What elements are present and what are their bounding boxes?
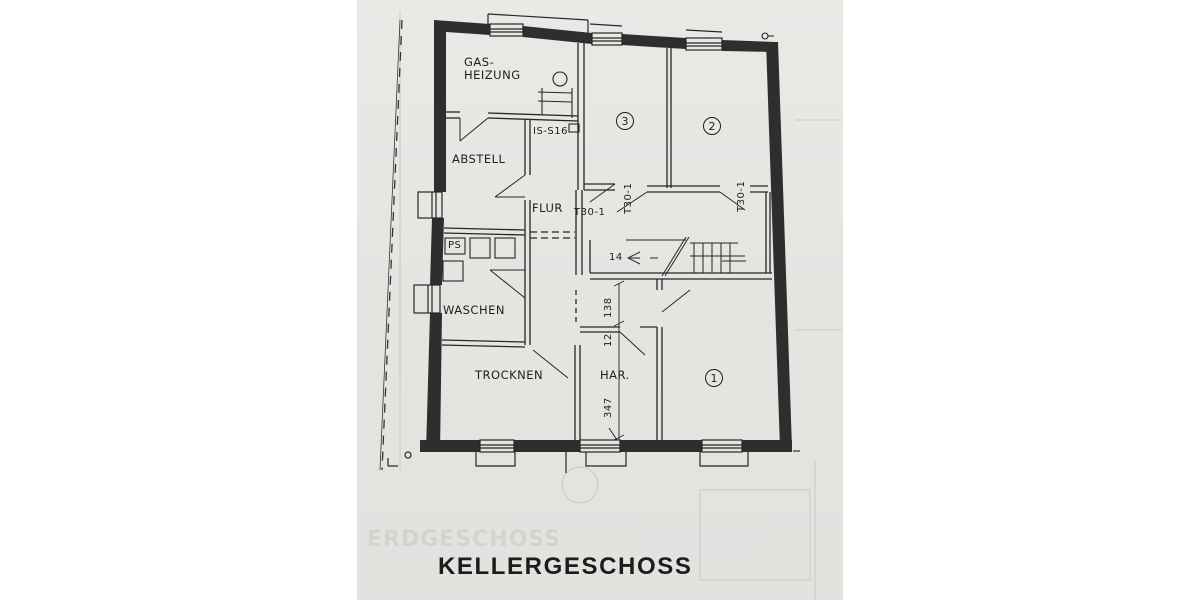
meter-box-icon	[568, 123, 580, 133]
room-number-2: 2	[703, 117, 721, 135]
gas-boiler-icon	[552, 71, 568, 87]
fixtures	[442, 32, 800, 452]
room-label-har: HAR.	[600, 368, 630, 382]
washer-icon	[469, 237, 491, 259]
room-label-gasheizung-1: GAS-	[464, 55, 495, 69]
meter-label: IS-S16	[533, 126, 568, 137]
dimension-347: 347	[603, 397, 614, 418]
door-swings	[459, 117, 746, 441]
door-label-t30-room2: T30-1	[736, 180, 747, 212]
exterior-dashed-line	[379, 19, 412, 471]
room-label-flur: FLUR	[532, 201, 563, 215]
stairs	[626, 236, 746, 277]
dimension-138: 138	[603, 297, 614, 318]
stair-steps-label: 14	[609, 252, 623, 263]
room-label-trocknen: TROCKNEN	[475, 368, 544, 382]
room-number-3: 3	[616, 112, 634, 130]
interior-walls	[441, 43, 772, 440]
sink-icon	[442, 260, 464, 282]
windows	[413, 13, 749, 473]
dimension-lines	[613, 280, 625, 441]
ps-box	[444, 237, 466, 255]
room-label-waschen: WASCHEN	[443, 303, 505, 317]
dryer-icon	[494, 237, 516, 259]
plan-title: KELLERGESCHOSS	[438, 553, 693, 580]
exterior-walls	[420, 20, 792, 452]
ghost-title: ERDGESCHOSS	[367, 527, 562, 552]
door-label-t30-room3: T30-1	[623, 182, 634, 214]
ps-label: PS	[448, 240, 462, 251]
room-label-gasheizung-2: HEIZUNG	[464, 68, 521, 82]
dimension-12: 12	[603, 333, 614, 347]
door-label-t30-flur: T30-1	[574, 207, 606, 218]
background-ghost-lines	[399, 10, 842, 600]
room-label-abstell: ABSTELL	[452, 152, 506, 166]
room-number-1: 1	[705, 369, 723, 387]
